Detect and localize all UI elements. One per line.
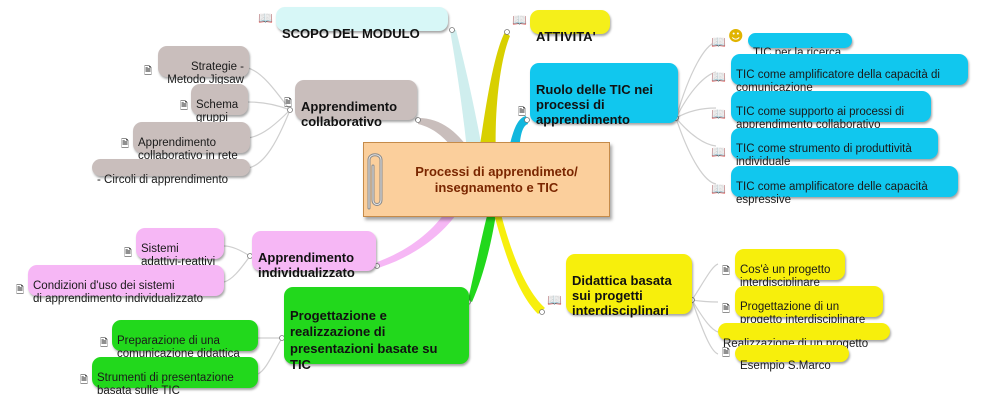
note-icon: 🗎	[722, 348, 731, 359]
connector-ruolo-3	[675, 107, 717, 119]
connector-did-1	[691, 263, 719, 301]
connector-ruolo-4	[675, 117, 717, 147]
note-icon: 🗎	[124, 248, 133, 259]
ruolo-child-1[interactable]: TIC per la ricerca	[748, 33, 852, 59]
book-icon: 📖	[711, 70, 726, 84]
central-topic-label: Processi di apprendimeto/ insegnamento e…	[415, 163, 578, 195]
book-icon: 📖	[711, 107, 726, 121]
progettazione-child-2-label: Strumenti di presentazione basata sulle …	[97, 372, 234, 397]
connector-collab-4	[247, 109, 291, 169]
endpoint-didattica	[539, 309, 545, 315]
ruolo-child-3[interactable]: TIC come supporto ai processi di apprend…	[731, 91, 931, 131]
collaborativo-child-4[interactable]: - Circoli di apprendimento	[92, 159, 250, 186]
progettazione-child-2[interactable]: Strumenti di presentazione basata sulle …	[92, 357, 258, 397]
book-icon: 📖	[547, 293, 562, 307]
branch-ribbon-didattica	[494, 210, 545, 314]
connector-collab-1	[247, 67, 291, 111]
connector-collab-2	[247, 101, 291, 111]
didattica-child-1[interactable]: Cos'è un progetto interdisciplinare	[735, 249, 845, 289]
branch-attivita-label: ATTIVITA'	[536, 29, 596, 44]
ruolo-child-5[interactable]: TIC come amplificatore delle capacità es…	[731, 166, 958, 206]
connector-did-4	[691, 299, 719, 355]
branch-didattica[interactable]: Didattica basata sui progetti interdisci…	[566, 254, 692, 318]
branch-progettazione[interactable]: Progettazione e realizzazione di present…	[284, 287, 469, 372]
branch-ruolo-label: Ruolo delle TIC nei processi di apprendi…	[536, 82, 654, 127]
connector-indiv-1	[223, 245, 251, 257]
collaborativo-child-2[interactable]: Schema gruppi	[191, 84, 248, 124]
branch-attivita[interactable]: ATTIVITA'	[530, 10, 610, 44]
connector-ruolo-1	[675, 41, 717, 119]
branch-didattica-label: Didattica basata sui progetti interdisci…	[572, 273, 672, 318]
branch-ribbon-scopo	[450, 30, 484, 160]
note-icon: 🗎	[722, 266, 731, 277]
endpoint-attivita	[504, 29, 510, 35]
ruolo-child-4-label: TIC come strumento di produttività indiv…	[736, 143, 912, 168]
connector-did-2	[691, 299, 719, 303]
ruolo-child-2[interactable]: TIC come amplificatore della capacità di…	[731, 54, 968, 94]
individualizzato-child-2[interactable]: Condizioni d'uso dei sistemi di apprendi…	[28, 265, 224, 305]
didattica-child-3[interactable]: Realizzazione di un progetto	[718, 323, 890, 350]
didattica-child-4[interactable]: Esempio S.Marco	[735, 345, 849, 372]
branch-individualizzato[interactable]: Apprendimento individualizzato	[252, 231, 376, 280]
branch-collaborativo[interactable]: Apprendimento collaborativo	[295, 80, 417, 129]
connector-did-3	[691, 299, 719, 333]
endpoint-collab-children	[287, 107, 293, 113]
connector-ruolo-2	[675, 71, 717, 119]
central-topic[interactable]: Processi di apprendimeto/ insegnamento e…	[363, 142, 610, 217]
note-icon: 🗎	[100, 338, 109, 349]
note-icon: 🗎	[284, 98, 293, 109]
connector-ruolo-5	[675, 117, 717, 185]
ruolo-child-4[interactable]: TIC come strumento di produttività indiv…	[731, 128, 938, 168]
paperclip-icon	[367, 153, 383, 210]
branch-scopo[interactable]: SCOPO DEL MODULO	[276, 7, 448, 41]
book-icon: 📖	[711, 35, 726, 49]
connector-prog-2	[257, 337, 283, 375]
didattica-child-4-label: Esempio S.Marco	[740, 360, 831, 372]
branch-scopo-label: SCOPO DEL MODULO	[282, 26, 420, 41]
note-icon: 🗎	[722, 304, 731, 315]
collaborativo-child-3[interactable]: Apprendimento collaborativo in rete	[133, 122, 250, 162]
note-icon: 🗎	[80, 375, 89, 386]
connector-indiv-2	[223, 255, 251, 283]
collaborativo-child-1[interactable]: Strategie - Metodo Jigsaw	[158, 46, 249, 86]
endpoint-collaborativo	[415, 117, 421, 123]
branch-ribbon-attivita	[478, 32, 510, 160]
note-icon: 🗎	[144, 66, 153, 77]
book-icon: 📖	[258, 11, 273, 25]
endpoint-ruolo	[524, 117, 530, 123]
note-icon: 🗎	[518, 107, 527, 118]
collaborativo-child-1-label: Strategie - Metodo Jigsaw	[167, 61, 244, 86]
individualizzato-child-1[interactable]: Sistemi adattivi-reattivi	[136, 228, 224, 268]
progettazione-child-1[interactable]: Preparazione di una comunicazione didatt…	[112, 320, 258, 360]
note-icon: 🗎	[16, 285, 25, 296]
branch-ribbon-progettazione	[468, 212, 496, 302]
note-icon: 🗎	[180, 101, 189, 112]
individualizzato-child-2-label: Condizioni d'uso dei sistemi di apprendi…	[33, 280, 204, 305]
book-icon: 📖	[512, 13, 527, 27]
collaborativo-child-2-label: Schema gruppi	[196, 99, 239, 124]
branch-individualizzato-label: Apprendimento individualizzato	[258, 250, 355, 280]
endpoint-scopo	[449, 27, 455, 33]
collaborativo-child-4-label: - Circoli di apprendimento	[97, 174, 229, 186]
branch-collaborativo-label: Apprendimento collaborativo	[301, 99, 398, 129]
branch-progettazione-label: Progettazione e realizzazione di present…	[290, 307, 438, 373]
connector-collab-3	[247, 109, 291, 139]
book-icon: 📖	[711, 145, 726, 159]
ruolo-child-5-label: TIC come amplificatore delle capacità es…	[736, 181, 928, 206]
note-icon: 🗎	[121, 139, 130, 150]
branch-ruolo[interactable]: Ruolo delle TIC nei processi di apprendi…	[530, 63, 678, 127]
smiley-icon: ☻	[728, 27, 744, 45]
didattica-child-2[interactable]: Progettazione di un progetto interdiscip…	[735, 286, 883, 326]
book-icon: 📖	[711, 182, 726, 196]
